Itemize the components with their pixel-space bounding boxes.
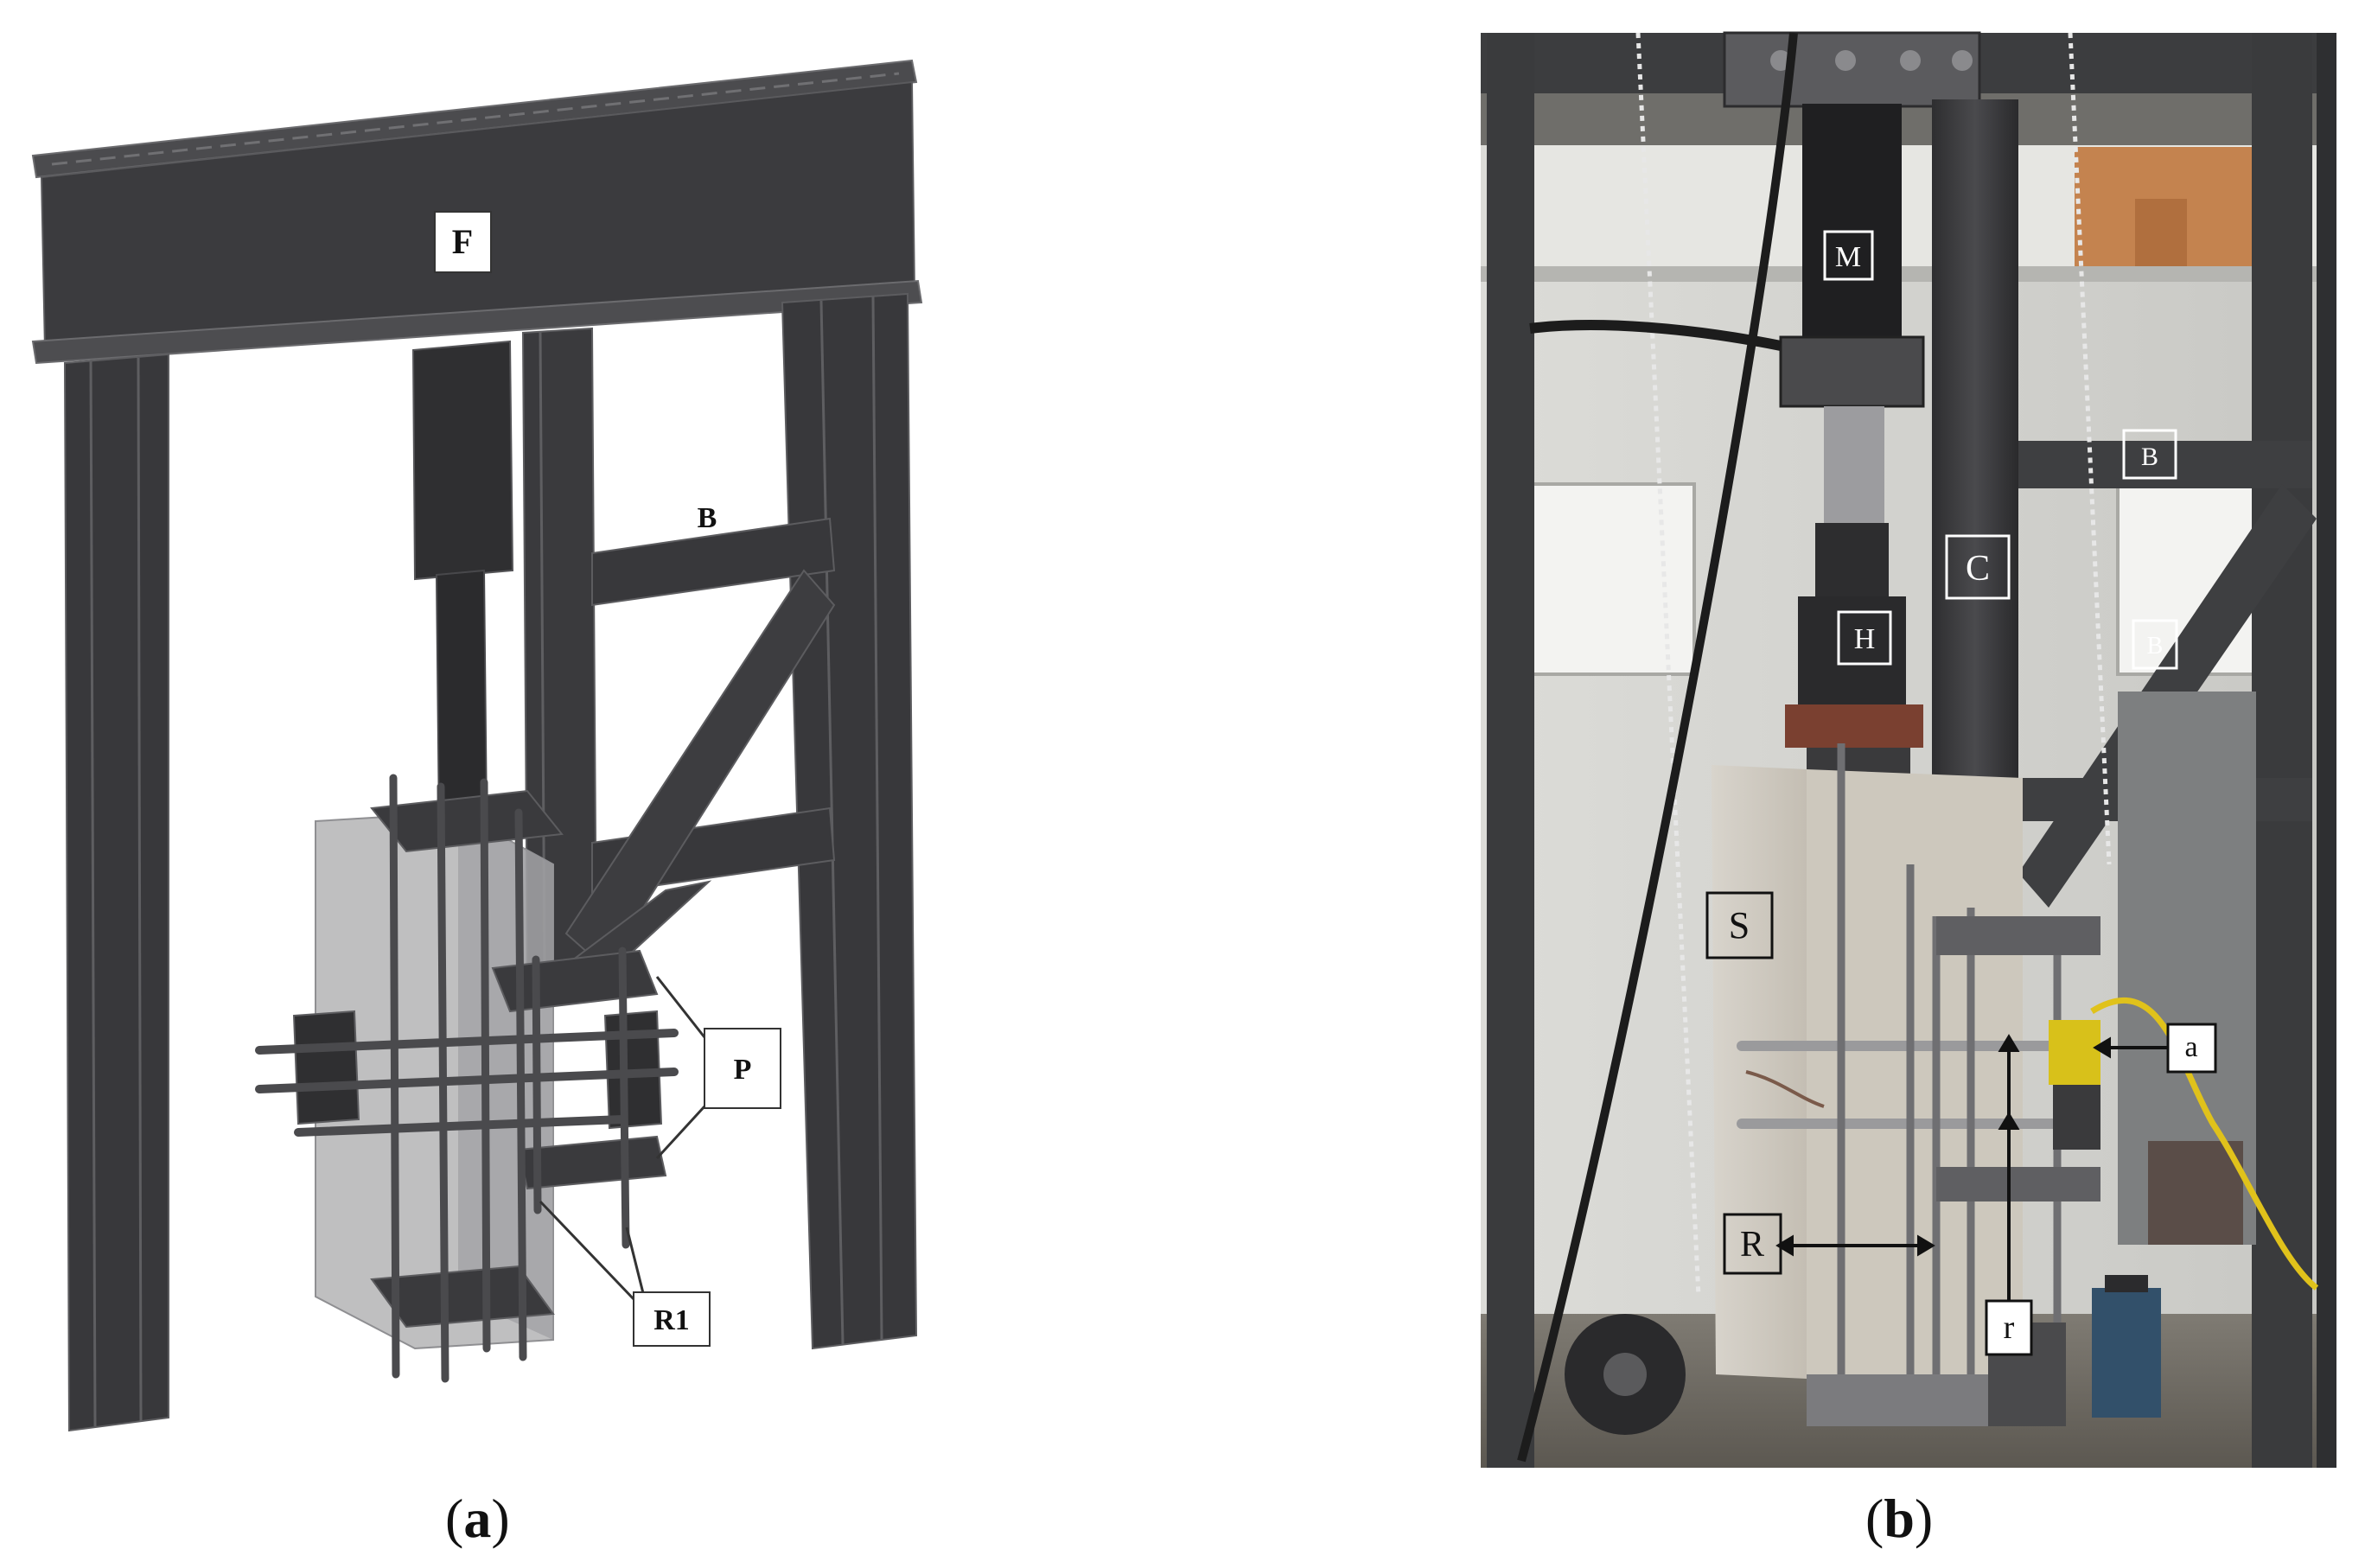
label-box-head bbox=[1837, 610, 1892, 666]
label-box-specimen bbox=[1705, 891, 1774, 959]
caption-b-letter: b bbox=[1884, 1488, 1915, 1549]
leader-lines-a bbox=[539, 976, 706, 1303]
panel-a-labels: F B P R1 bbox=[434, 211, 781, 1347]
label-specimen: S bbox=[1729, 904, 1750, 947]
arrows-b bbox=[1775, 1034, 2168, 1314]
label-beam-diagonal: B bbox=[2147, 633, 2164, 660]
brace-upper bbox=[591, 517, 836, 607]
caption-b: (b) bbox=[1865, 1488, 1934, 1549]
label-box-rods bbox=[1723, 1213, 1782, 1275]
label-beam: B bbox=[698, 502, 717, 534]
specimen-photo bbox=[1712, 765, 1807, 1379]
loading-head-photo bbox=[1798, 596, 1906, 709]
label-box-motor bbox=[1823, 230, 1874, 281]
caption-a: (a) bbox=[445, 1488, 510, 1549]
mount-bolts bbox=[1770, 50, 1973, 71]
label-beam-upper: B bbox=[2141, 443, 2158, 471]
vertical-rods bbox=[389, 774, 630, 1383]
label-plates: P bbox=[734, 1054, 752, 1086]
label-box-beam-diagonal bbox=[2132, 619, 2178, 670]
label-motor: M bbox=[1835, 241, 1861, 273]
actuator-housing bbox=[411, 340, 514, 581]
label-box-beam-upper bbox=[2122, 429, 2177, 480]
hydraulic-jack bbox=[2049, 1020, 2100, 1085]
beam-upper-photo bbox=[2018, 441, 2312, 488]
label-column: C bbox=[1966, 549, 1990, 589]
label-anchor: a bbox=[2184, 1031, 2197, 1063]
blue-jack bbox=[2092, 1288, 2161, 1418]
panel-b-labels: M B C B H S R r a bbox=[1705, 230, 2217, 1356]
label-box-rods bbox=[633, 1291, 711, 1347]
label-rods: R1 bbox=[653, 1304, 690, 1336]
actuator-rod-photo bbox=[1824, 406, 1884, 527]
label-box-support bbox=[1985, 1299, 2033, 1356]
label-rods-b: R bbox=[1740, 1225, 1764, 1265]
caption-a-letter: a bbox=[463, 1488, 492, 1549]
specimen-vertical-rods bbox=[1837, 743, 2062, 1383]
side-plate-photo bbox=[1936, 916, 2100, 955]
frame-left-post bbox=[1487, 33, 1534, 1468]
label-box-column bbox=[1945, 534, 2011, 600]
hydraulic-hose bbox=[2090, 997, 2319, 1291]
label-support: r bbox=[2004, 1310, 2015, 1346]
frame-beam-bottom-flange bbox=[31, 279, 923, 365]
label-frame: F bbox=[452, 222, 473, 261]
label-box-plates bbox=[704, 1028, 781, 1109]
actuator-motor-photo bbox=[1802, 104, 1902, 346]
label-box-frame bbox=[434, 211, 492, 273]
horizontal-rods bbox=[255, 1029, 679, 1137]
head-plate bbox=[1785, 704, 1923, 748]
label-head: H bbox=[1854, 623, 1876, 655]
top-mount-plate bbox=[1723, 31, 1981, 108]
specimen-rods bbox=[1737, 1041, 2097, 1129]
frame-right-post bbox=[2252, 33, 2312, 1468]
frame-column-left bbox=[63, 353, 169, 1432]
brace-diagonal bbox=[564, 569, 836, 970]
cable bbox=[1517, 32, 1798, 1463]
hanging-chains bbox=[1635, 32, 2112, 1297]
panel-b-photo bbox=[1481, 31, 2336, 1468]
side-plate-left bbox=[292, 1010, 360, 1125]
label-box-anchor bbox=[2166, 1023, 2217, 1074]
